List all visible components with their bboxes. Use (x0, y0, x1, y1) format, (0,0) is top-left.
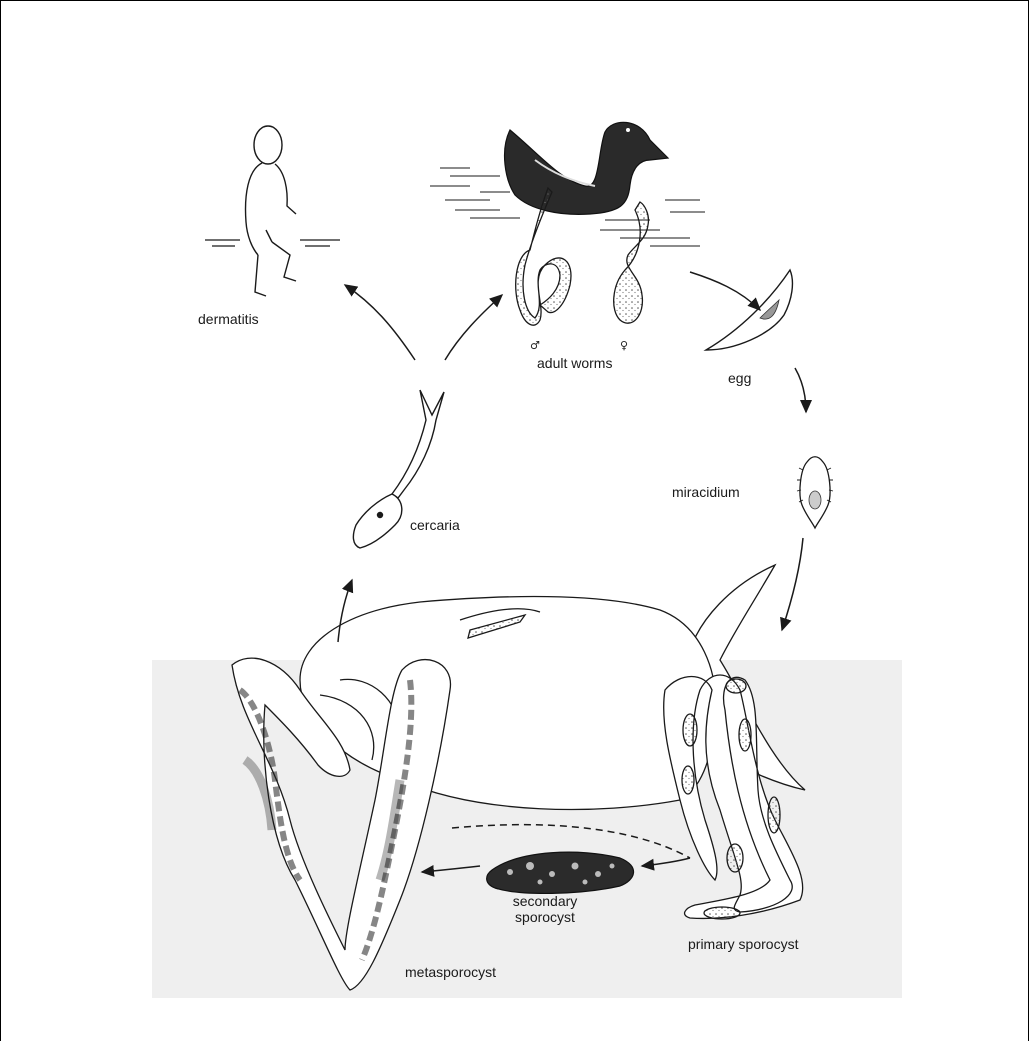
arrow-adult-worms-to-egg (690, 272, 760, 310)
label-cercaria: cercaria (410, 517, 460, 533)
arrow-cercaria-to-dermatitis (345, 285, 415, 360)
arrow-miracidium-to-snail (782, 538, 803, 630)
label-miracidium: miracidium (672, 484, 740, 500)
duck-figure (505, 122, 668, 214)
label-secondary-sporocyst-line2: sporocyst (490, 909, 600, 925)
human-figure (246, 126, 296, 296)
label-primary-sporocyst: primary sporocyst (688, 936, 798, 952)
arrow-egg-to-miracidium (795, 368, 806, 412)
label-dermatitis: dermatitis (198, 311, 259, 327)
label-secondary-sporocyst: secondary sporocyst (490, 893, 600, 925)
label-female-symbol: ♀ (620, 339, 628, 352)
label-metasporocyst: metasporocyst (405, 964, 496, 980)
label-egg: egg (728, 370, 751, 386)
label-adult-worms: adult worms (537, 355, 612, 371)
arrow-cercaria-to-adult-worms (445, 295, 502, 360)
label-male-symbol: ♂ (530, 339, 540, 352)
miracidium-figure (797, 457, 833, 528)
label-secondary-sporocyst-line1: secondary (490, 893, 600, 909)
